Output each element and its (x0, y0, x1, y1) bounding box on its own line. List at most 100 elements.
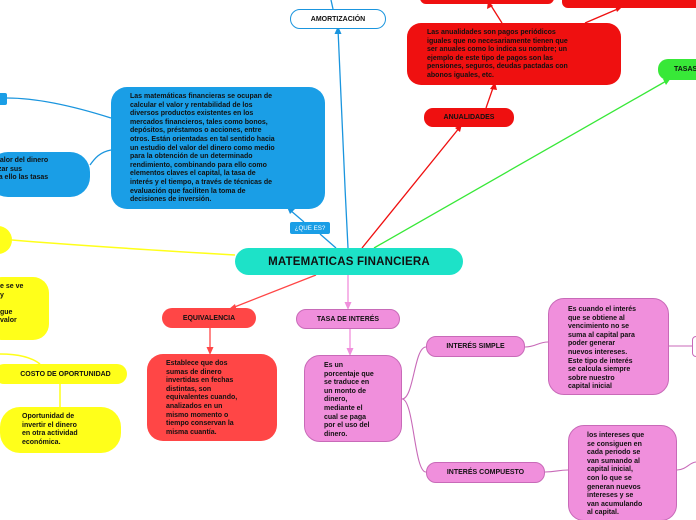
link-compuesto-def (544, 469, 569, 473)
link-definicion-left (6, 97, 112, 119)
compuesto-line: generan nuevos (587, 483, 641, 491)
simple-line: Este tipo de interés (568, 357, 633, 365)
simple-line: se calcula siempre (568, 366, 631, 374)
equivalencia-line: equivalentes cuando, (166, 394, 238, 402)
tasa-line: dinero. (324, 430, 348, 438)
tasa-line: Es un (324, 362, 344, 369)
yellow-topic-offscreen[interactable] (0, 226, 12, 254)
definition-line: interés y el tiempo, a través de técnica… (130, 178, 273, 186)
definition-line: para la obtención de un determinado (130, 153, 253, 161)
link-definicion-leftblue (89, 149, 112, 166)
left-blue-line: valor del dinero (0, 157, 49, 164)
definition-line: evaluación que faciliten la toma de (130, 187, 246, 195)
topic-amortizacion[interactable]: AMORTIZACIÓN (290, 9, 386, 29)
compuesto-line: van acumulando (587, 500, 643, 508)
tasa-line: un monto de (324, 387, 366, 395)
simple-line: suma al capital para (568, 331, 635, 339)
compuesto-line: cada periodo se (587, 449, 641, 457)
anualidades-line: abonos iguales, etc. (427, 71, 494, 79)
definition-line: Las matemáticas financieras se ocupan de (130, 93, 273, 100)
link-amortizacion-top (330, 0, 334, 10)
equivalencia-line: distintas, son (166, 385, 212, 393)
costo-line: Oportunidad de (22, 413, 75, 420)
tasa-line: porcentaje que (324, 370, 374, 378)
simple-line: que se obtiene al (568, 314, 625, 322)
topic-costo-oportunidad[interactable]: COSTO DE OPORTUNIDAD (0, 364, 127, 384)
definition-line: rendimiento, combinando para ello como (130, 161, 267, 169)
yellow-left-line: gue (0, 308, 13, 316)
link-anualidades-top1 (489, 3, 503, 24)
simple-definition[interactable]: Es cuando el interés que se obtiene al v… (548, 298, 669, 395)
red-topic-offscreen-2[interactable] (562, 0, 696, 8)
link-central-equivalencia (231, 274, 317, 309)
costo-definition[interactable]: Oportunidad de invertir el dinero en otr… (0, 407, 121, 453)
yellow-left-line: e se ve (0, 283, 24, 290)
yellow-left-box[interactable]: e se ve y gue valor (0, 277, 49, 340)
definition-box[interactable]: Las matemáticas financieras se ocupan de… (111, 87, 325, 209)
blue-tag-offscreen[interactable] (0, 93, 7, 105)
equivalencia-line: tiempo conservan la (166, 420, 234, 428)
compuesto-line: van sumando al (587, 457, 640, 465)
topic-interes-simple[interactable]: INTERÉS SIMPLE (426, 336, 525, 357)
link-tasa-compuesto (401, 398, 427, 473)
compuesto-definition[interactable]: los intereses que se consiguen en cada p… (568, 425, 677, 520)
link-central-yellow (11, 239, 236, 256)
link-anualidades-top2 (584, 7, 621, 24)
equivalencia-line: sumas de dinero (166, 368, 222, 376)
tasa-line: por el uso del (324, 422, 370, 430)
arrow-equivalencia-def (206, 347, 214, 355)
simple-line: poder generar (568, 340, 616, 348)
tasa-line: dinero, (324, 396, 348, 404)
link-central-anualidades (361, 126, 461, 249)
arrow-tasa (344, 302, 352, 310)
link-central-que-es (319, 233, 337, 249)
left-blue-box[interactable]: valor del dinero izar sus ra ello las ta… (0, 152, 90, 197)
link-que-es-definicion (289, 209, 305, 223)
tasa-line: mediante el (324, 404, 363, 412)
link-comp-def-right (676, 461, 696, 471)
link-simple-def (524, 341, 549, 348)
simple-line: capital inicial (568, 383, 612, 391)
link-central-tasas (373, 79, 669, 249)
equivalencia-line: analizados en un (166, 402, 223, 410)
link-central-amortizacion (337, 28, 349, 249)
anualidades-line: ejemplo de este tipo de pagos son las (427, 54, 554, 62)
topic-tasa-interes[interactable]: TASA DE INTERÉS (296, 309, 400, 329)
equivalencia-line: invertidas en fechas (166, 377, 234, 385)
equivalencia-line: mismo momento o (166, 411, 229, 419)
tasa-line: cual se paga (324, 413, 367, 421)
central-topic[interactable]: MATEMATICAS FINANCIERA (235, 248, 463, 275)
topic-tasas[interactable]: TASAS (658, 59, 696, 80)
pink-topic-offscreen[interactable] (692, 336, 696, 357)
costo-line: económica. (22, 438, 61, 446)
yellow-left-line: valor (0, 317, 17, 325)
topic-anualidades[interactable]: ANUALIDADES (424, 108, 514, 127)
red-topic-offscreen-1[interactable] (420, 0, 554, 4)
equivalencia-line: misma cuantía. (166, 428, 217, 436)
tasa-definition[interactable]: Es un porcentaje que se traduce en un mo… (304, 355, 402, 442)
definition-line: elementos claves el capital, la tasa de (130, 170, 256, 178)
arrow-tasa-def (346, 348, 354, 356)
anualidades-line: ser anuales como lo indica su nombre; un (427, 46, 568, 54)
yellow-left-line (0, 300, 45, 309)
topic-equivalencia[interactable]: EQUIVALENCIA (162, 308, 256, 328)
topic-interes-compuesto[interactable]: INTERÉS COMPUESTO (426, 462, 545, 483)
definition-line: mercados financieros, tales como bonos, (130, 118, 268, 126)
left-blue-line: ra ello las tasas (0, 174, 49, 182)
compuesto-line: intereses y se (587, 492, 634, 500)
simple-line: Es cuando el interés (568, 306, 637, 313)
costo-line: en otra actividad (22, 430, 78, 438)
definition-line: calcular el valor y rentabilidad de los (130, 101, 253, 109)
link-costo-up (0, 353, 41, 365)
costo-line: invertir el dinero (22, 421, 77, 429)
simple-line: sobre nuestro (568, 374, 615, 382)
anualidades-definition[interactable]: Las anualidades son pagos periódicos igu… (407, 23, 621, 85)
anualidades-line: iguales que no necesariamente tienen que (427, 37, 568, 45)
link-tasa-simple (401, 346, 427, 400)
simple-line: nuevos intereses. (568, 348, 628, 356)
label-que-es[interactable]: ¿QUE ES? (290, 222, 330, 234)
equivalencia-definition[interactable]: Establece que dos sumas de dinero invert… (147, 354, 277, 441)
compuesto-line: se consiguen en (587, 440, 642, 448)
definition-line: un estudio del valor del dinero como med… (130, 144, 275, 152)
